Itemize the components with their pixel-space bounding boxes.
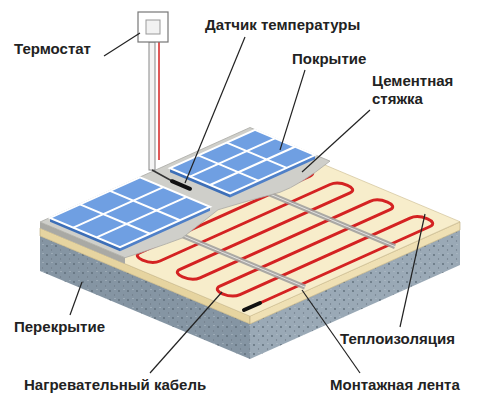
leader-line [150,292,222,373]
leader-line [400,214,425,327]
leader-line [70,282,82,315]
temperature-sensor [172,181,190,189]
part-label: Перекрытие [14,318,105,336]
leader-line [185,37,245,183]
leader-line [280,70,305,150]
thermostat-panel [146,20,160,34]
power-wire [158,42,160,160]
sensor-wire [152,170,172,181]
part-label: Теплоизоляция [340,330,455,348]
floor-tiles [50,177,210,247]
part-label: Монтажная лента [330,376,460,394]
leader-lines [70,33,425,373]
wire-conduit [149,42,155,170]
tile-grout [73,187,186,237]
part-label: Покрытие [292,50,366,68]
tile-grout [190,138,295,185]
cement-screed [40,128,330,258]
part-label: Датчик температуры [205,16,360,34]
part-label: Цементная стяжка [372,72,482,108]
leader-line [302,110,370,172]
floor-tiles [170,130,315,193]
part-label: Нагревательный кабель [24,376,206,394]
leader-line [104,33,140,56]
cable-end [244,303,260,310]
part-label: Термостат [14,40,91,58]
thermostat [138,12,168,42]
